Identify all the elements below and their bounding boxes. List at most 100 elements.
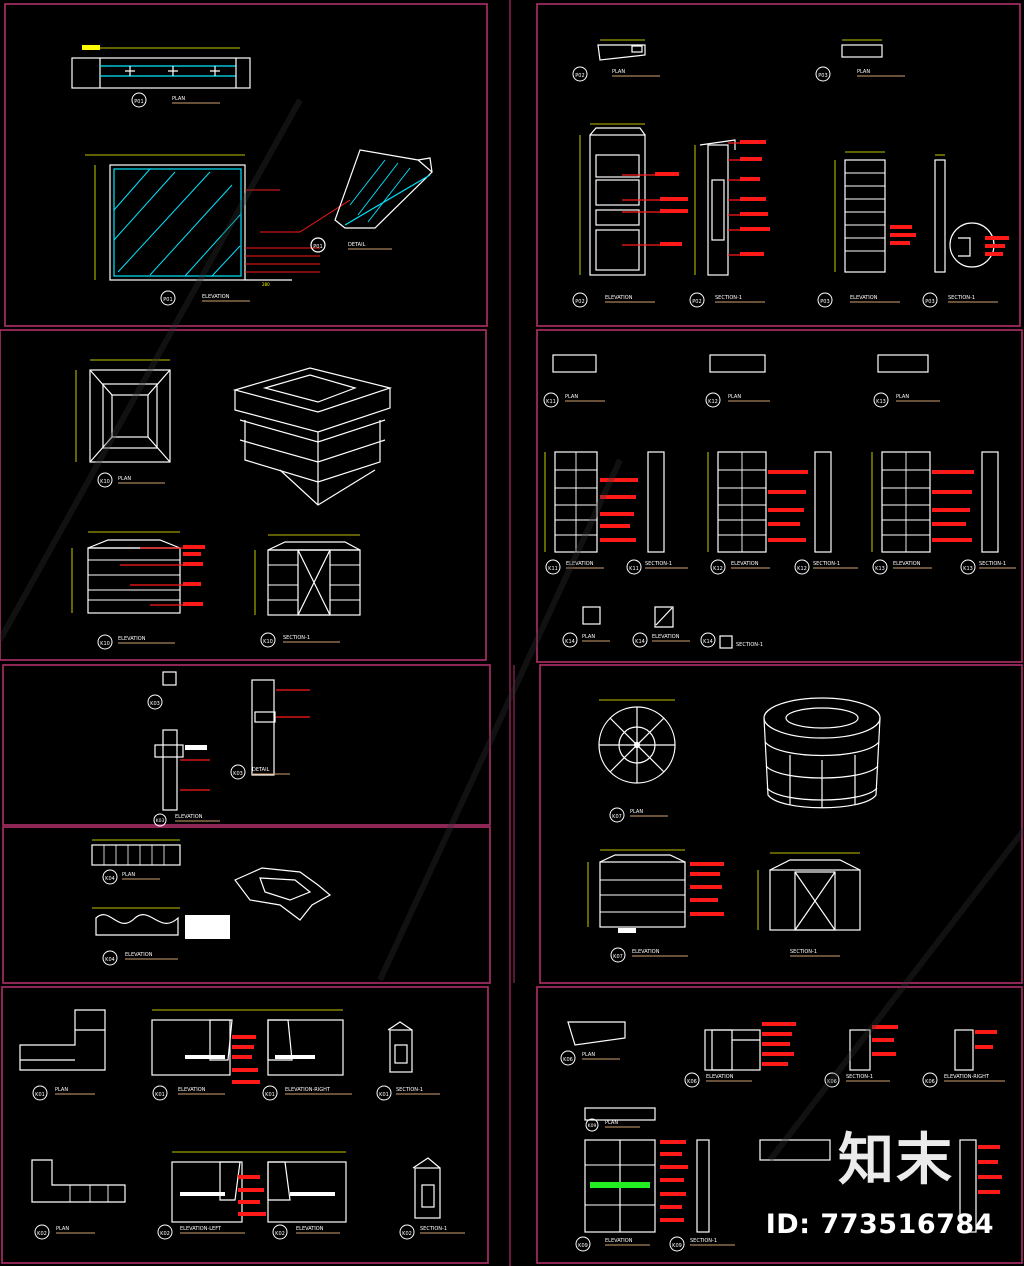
label-tag: K06: [687, 1079, 697, 1085]
k07-isometric-drawing: [763, 697, 881, 809]
sheet-5-drawings: [154, 671, 310, 811]
label-tag: K11: [546, 399, 556, 405]
label-tag: K02: [275, 1231, 285, 1237]
label-tag: P02: [575, 299, 584, 305]
label-title: ELEVATION: [706, 1074, 734, 1080]
k10-plan-drawing: [75, 359, 171, 463]
label-tag: K06: [563, 1057, 573, 1063]
label-tag: K03: [156, 818, 165, 824]
sheet-2-drawings: [579, 39, 1009, 276]
label-tag: K13: [963, 566, 973, 572]
label-tag: K01: [35, 1092, 45, 1098]
label-tag: K12: [708, 399, 718, 405]
frame-s8: [1, 986, 489, 1264]
label-tag: K12: [713, 566, 723, 572]
k10-section-drawing: [254, 534, 361, 616]
label-k06-section: K06SECTION-1: [824, 1072, 890, 1088]
p03-section-drawing: [934, 154, 1009, 273]
label-title: ELEVATION-RIGHT: [944, 1074, 990, 1080]
label-tag: K10: [100, 641, 110, 647]
label-title: ELEVATION: [605, 1238, 633, 1244]
label-tag: K06: [925, 1079, 935, 1085]
k07-elevation-drawing: [587, 849, 724, 933]
label-title: ELEVATION-LEFT: [180, 1226, 222, 1232]
label-title: PLAN: [56, 1226, 69, 1232]
p01-plan-drawing: [71, 45, 251, 89]
p02-plan-drawing: [597, 39, 646, 61]
k06-elevation-drawing: [704, 1022, 796, 1071]
frame-s9: [536, 986, 1023, 1264]
label-title: PLAN: [582, 1052, 595, 1058]
label-title: PLAN: [122, 872, 135, 878]
p03-elevation-drawing: [834, 151, 916, 273]
frame-s3: [0, 329, 487, 661]
sheet-4-drawings: [544, 354, 999, 649]
label-tag: K13: [875, 566, 885, 572]
k10-isometric-drawing: [232, 367, 393, 506]
label-tag: K01: [265, 1092, 275, 1098]
k02-elevation-drawing: [171, 1151, 347, 1223]
label-tag: K10: [263, 639, 273, 645]
label-tag: K03: [150, 701, 160, 707]
label-title: ELEVATION: [605, 295, 633, 301]
label-tag: K14: [635, 639, 645, 645]
label-title: SECTION-1: [948, 295, 975, 301]
label-k06-elevation: K06 ELEVATION: [684, 1072, 752, 1088]
k07-plan-drawing: [598, 699, 676, 784]
k01-elevation-drawing: [151, 1009, 344, 1084]
label-tag: P03: [820, 299, 829, 305]
sheet-7-drawings: [587, 697, 881, 933]
label-title: ELEVATION: [202, 294, 230, 300]
label-k10-elevation: K10 ELEVATION: [97, 634, 175, 650]
label-tag: K14: [703, 639, 713, 645]
label-title: DETAIL: [348, 242, 366, 248]
label-title: PLAN: [857, 69, 870, 75]
label-title: ELEVATION: [118, 636, 146, 642]
label-k06-elevation-right: K06 ELEVATION-RIGHT: [922, 1072, 1005, 1088]
k09-elevation-drawing: [584, 1139, 710, 1233]
label-title: ELEVATION: [175, 814, 203, 820]
k07-section-drawing: [757, 852, 861, 931]
label-title: SECTION-1: [396, 1087, 423, 1093]
k02-plan-outline: [31, 1159, 126, 1203]
label-tag: K01: [155, 1092, 165, 1098]
diagonal-watermark-pattern: [0, 98, 1024, 1162]
label-title: SECTION-1: [420, 1226, 447, 1232]
label-title: SECTION-1: [690, 1238, 717, 1244]
label-title: SECTION-1: [645, 561, 672, 567]
label-title: SECTION-1: [736, 642, 763, 648]
label-title: SECTION-1: [813, 561, 840, 567]
label-title: SECTION-1: [790, 949, 817, 955]
label-tag: P01: [163, 297, 172, 303]
dimension-280: 280: [262, 282, 270, 287]
p03-plan-drawing: [841, 39, 883, 58]
sheet-1-drawings: [71, 45, 433, 281]
watermark-id: ID: 773516784: [765, 1209, 994, 1240]
label-tag: K09: [578, 1243, 588, 1249]
label-title: PLAN: [172, 96, 185, 102]
frame-s2: [536, 3, 1021, 327]
label-tag: P02: [575, 73, 584, 79]
label-p02-elevation: P02 ELEVATION: [572, 292, 655, 308]
label-title: SECTION-1: [715, 295, 742, 301]
frame-s5: [2, 664, 491, 826]
